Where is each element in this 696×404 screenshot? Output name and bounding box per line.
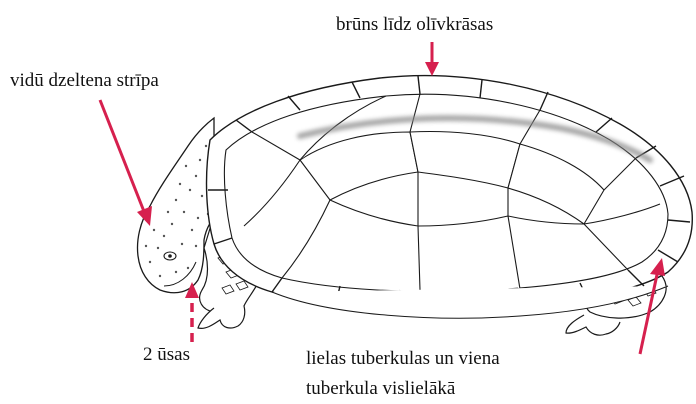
shell [207,76,693,319]
label-tubercles: lielas tuberkulas un viena tuberkula vis… [306,344,500,404]
label-head-stripe: vidū dzeltena strīpa [10,70,159,92]
label-tubercles-line2: tuberkula vislielākā [306,374,500,404]
label-tubercles-line1: lielas tuberkulas un viena [306,344,500,374]
arrow-shell-color [425,42,439,76]
label-shell-color: brūns līdz olīvkrāsas [336,14,493,36]
label-barbels: 2 ūsas [143,344,190,366]
arrow-barbels [185,282,199,342]
arrow-head-stripe [100,100,152,226]
